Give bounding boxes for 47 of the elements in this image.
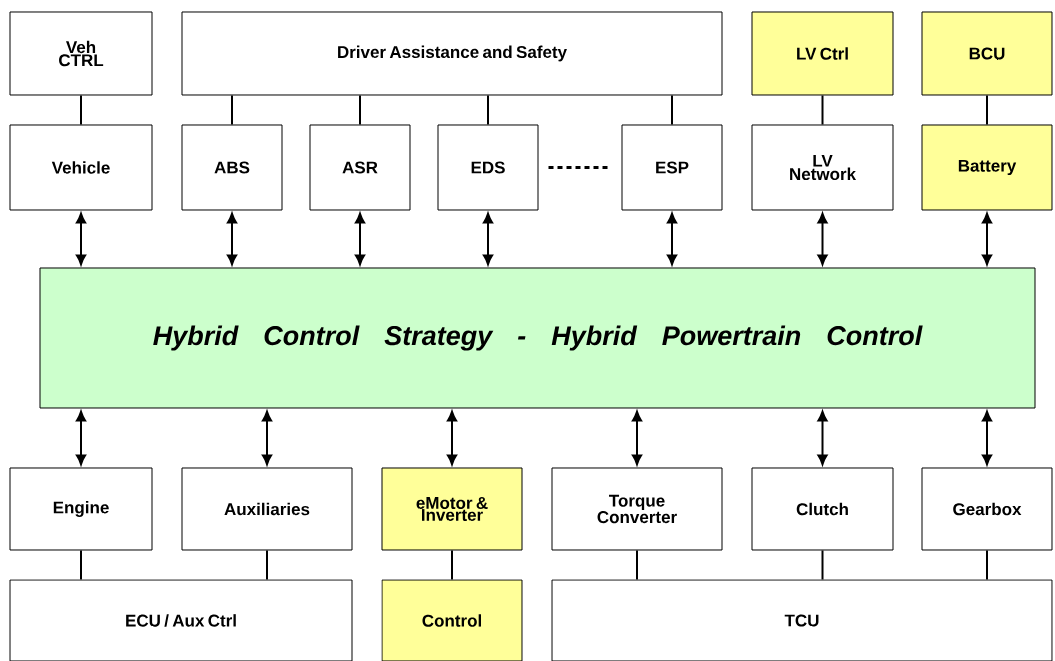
arrow [666, 212, 678, 266]
block-box: Gearbox [921, 467, 1053, 551]
block-box: Torque Converter [551, 467, 723, 551]
block-box: EDS [437, 124, 539, 211]
arrow [981, 410, 993, 466]
block-box: LV Ctrl [751, 11, 894, 96]
connector-line [986, 94, 988, 126]
strategy-box: Hybrid Control Strategy - Hybrid Powertrain Control [39, 267, 1036, 409]
connector-line [487, 94, 489, 126]
arrow [75, 410, 87, 466]
connector-line [671, 94, 673, 126]
block-box: Clutch [751, 467, 894, 551]
arrow [354, 212, 366, 266]
arrow [981, 212, 993, 266]
arrow [482, 212, 494, 266]
arrow [817, 410, 828, 466]
block-box: Vehicle [9, 124, 153, 211]
block-box: ESP [621, 124, 723, 211]
block-box: Veh CTRL [9, 11, 153, 96]
block-box: ABS [181, 124, 283, 211]
block-box: ASR [309, 124, 411, 211]
block-box: BCU [921, 11, 1053, 96]
connector-line [451, 549, 453, 581]
arrow [226, 212, 238, 266]
arrow [817, 212, 828, 266]
connector-line [636, 549, 638, 581]
block-box: Engine [9, 467, 153, 551]
block-box: ECU / Aux Ctrl [9, 579, 353, 661]
arrow [446, 410, 458, 466]
connector-line [266, 549, 268, 581]
connector-line [821, 549, 824, 581]
block-box: eMotor & Inverter [381, 467, 523, 551]
arrow [75, 212, 87, 266]
block-box: Battery [921, 124, 1053, 211]
connector-line [359, 94, 361, 126]
arrow [631, 410, 643, 466]
connector-line [986, 549, 988, 581]
block-box: Control [381, 579, 523, 661]
arrow [261, 410, 273, 466]
block-box: Driver Assistance and Safety [181, 11, 723, 96]
connector-line [821, 94, 824, 126]
block-box: LV Network [751, 124, 894, 211]
block-box: TCU [551, 579, 1053, 661]
connector-line [80, 94, 82, 126]
connector-line [80, 549, 82, 581]
block-box: Auxiliaries [181, 467, 353, 551]
connector-line [231, 94, 233, 126]
